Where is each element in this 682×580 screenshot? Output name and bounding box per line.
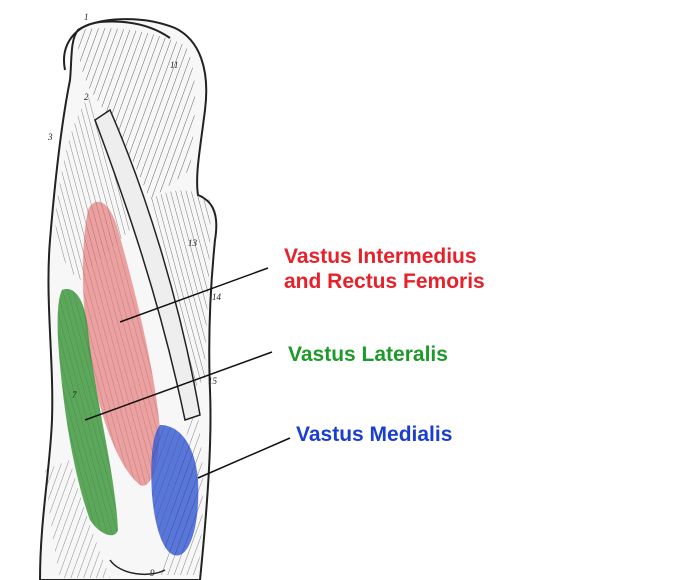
figure-number: 13 (188, 238, 198, 248)
label-intermedius-line2: and Rectus Femoris (284, 270, 485, 293)
leader-line-medialis (197, 437, 291, 479)
knee-outline (109, 559, 166, 576)
figure-number: 9 (150, 568, 155, 578)
figure-numbers: 1 2 3 11 13 14 15 7 9 (47, 12, 222, 578)
label-intermedius-line1: Vastus Intermedius (284, 245, 477, 268)
label-vastus-lateralis: Vastus Lateralis (288, 343, 448, 366)
figure-number: 1 (84, 12, 89, 22)
colored-fiber-overlay (57, 201, 199, 556)
figure-number: 3 (47, 132, 53, 142)
label-vastus-intermedius: Vastus Intermedius and Rectus Femoris (284, 244, 485, 294)
figure-number: 14 (212, 292, 222, 302)
figure-number: 11 (170, 60, 178, 70)
figure-number: 2 (84, 92, 89, 102)
label-vastus-medialis: Vastus Medialis (296, 423, 453, 446)
figure-number: 15 (208, 376, 218, 386)
sartorius-band (94, 108, 201, 421)
leader-line-intermedius (119, 267, 269, 323)
leader-line-lateralis (84, 351, 273, 421)
muscle-fibers (45, 28, 211, 578)
figure-number: 7 (72, 390, 77, 400)
